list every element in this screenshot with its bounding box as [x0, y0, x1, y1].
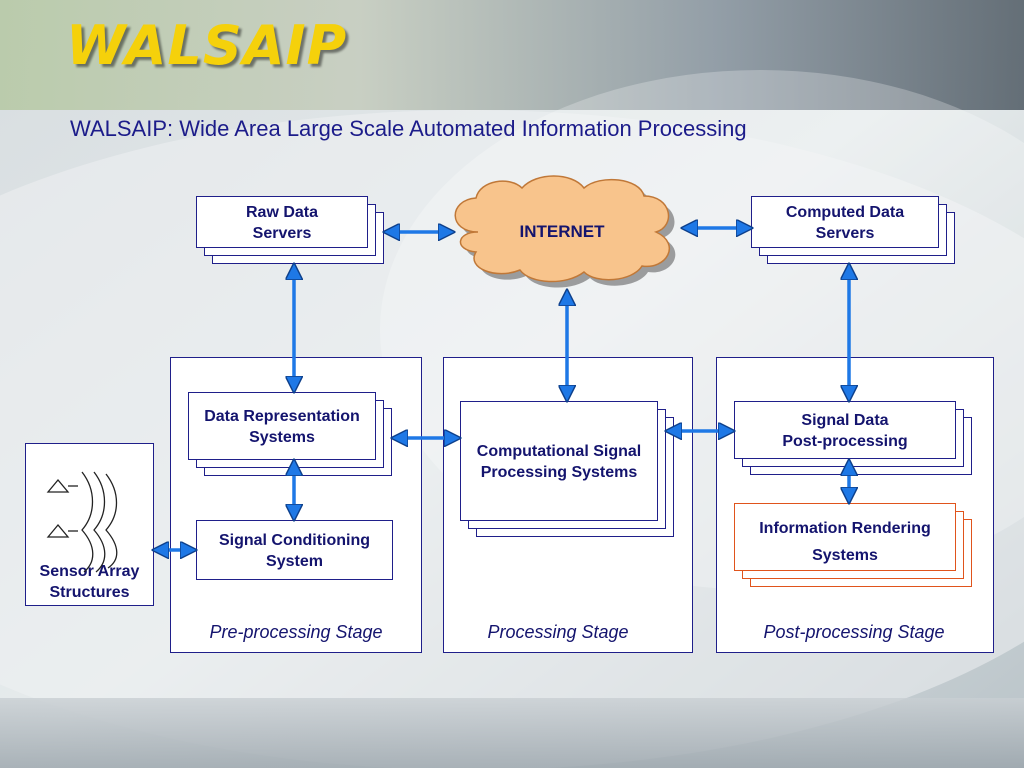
sensor-array-node [25, 443, 154, 606]
sensor-array-label: Sensor Array Structures [39, 563, 140, 601]
stage-label-post: Post-processing Stage [763, 622, 945, 642]
information-rendering-node: Information Rendering Systems [734, 503, 976, 591]
slide-subtitle: WALSAIP: Wide Area Large Scale Automated… [70, 116, 747, 141]
data-representation-label: Data Representation Systems [204, 408, 360, 446]
computed-data-servers-label: Computed Data Servers [785, 204, 905, 242]
signal-conditioning-node [196, 520, 393, 580]
signal-postprocessing-label: Signal Data Post-processing [782, 412, 908, 450]
stage-label-processing: Processing Stage [487, 622, 629, 642]
data-representation-node: Data Representation Systems [188, 392, 394, 480]
internet-label: INTERNET [520, 222, 606, 241]
signal-conditioning-label: Signal Conditioning System [218, 532, 371, 570]
raw-data-servers-node: Raw Data Servers [196, 196, 386, 266]
slide-title: WALSAIP [66, 14, 348, 77]
stage-label-pre: Pre-processing Stage [209, 622, 383, 642]
information-rendering-label: Information Rendering Systems [759, 520, 931, 564]
computed-data-servers-node: Computed Data Servers [751, 196, 957, 266]
sensor-array-icon [46, 471, 118, 573]
raw-data-servers-label: Raw Data Servers [245, 204, 319, 242]
internet-cloud-icon [454, 175, 676, 288]
computational-signal-label: Computational Signal Processing Systems [476, 443, 642, 481]
computational-signal-node: Computational Signal Processing Systems [460, 401, 678, 541]
signal-postprocessing-node: Signal Data Post-processing [734, 401, 976, 477]
